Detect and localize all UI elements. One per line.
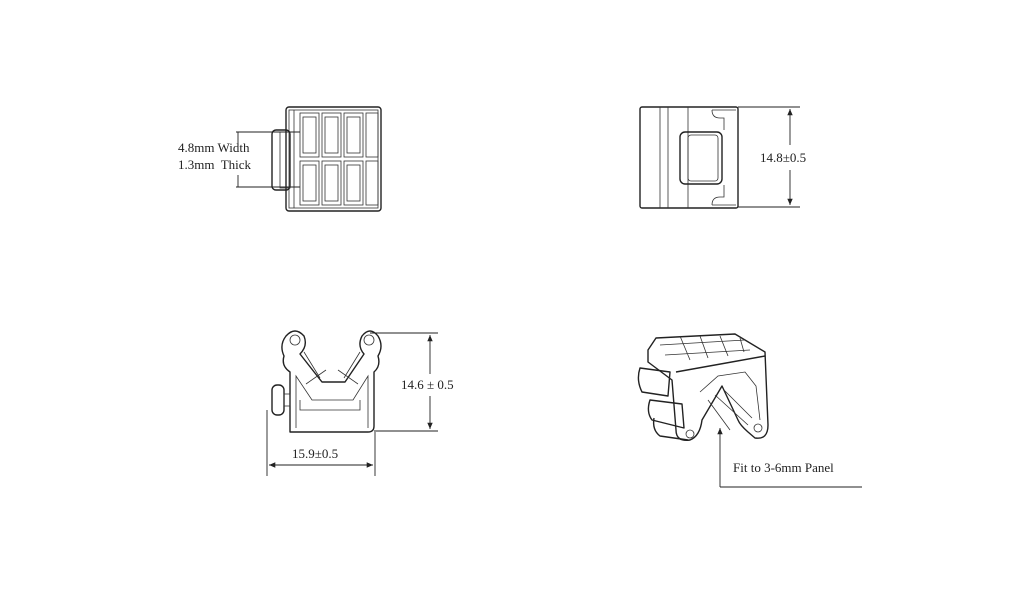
- height-label: 14.8±0.5: [760, 150, 806, 165]
- isometric-view: Fit to 3-6mm Panel: [637, 333, 862, 488]
- front-view-left: 14.6 ± 0.5 15.9±0.5: [266, 330, 454, 476]
- height-dimension: [370, 332, 438, 432]
- width-label: 15.9±0.5: [292, 446, 338, 461]
- height-label: 14.6 ± 0.5: [401, 377, 454, 392]
- panel-leader-line: [717, 428, 862, 488]
- panel-label: Fit to 3-6mm Panel: [733, 460, 834, 475]
- width-dimension: [266, 410, 376, 476]
- height-dimension: [738, 106, 800, 208]
- width-label: 4.8mm Width: [178, 140, 250, 155]
- thickness-label: 1.3mm Thick: [178, 157, 252, 172]
- top-view-left: 4.8mm Width 1.3mm Thick: [178, 106, 382, 212]
- side-view-right: 14.8±0.5: [639, 106, 806, 209]
- width-dimension: [236, 131, 300, 188]
